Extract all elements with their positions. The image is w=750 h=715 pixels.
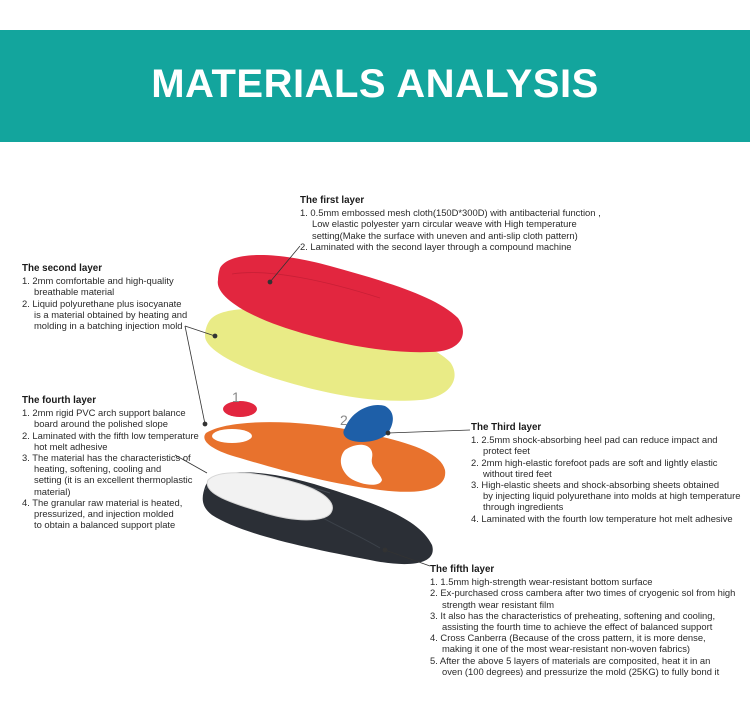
- fourth-layer-line: 3. The material has the characteristics …: [22, 452, 191, 464]
- third-layer-description: The Third layer 1. 2.5mm shock-absorbing…: [471, 422, 740, 524]
- first-layer-mesh: [217, 255, 463, 353]
- fifth-layer-line: strength wear resistant film: [442, 598, 555, 610]
- third-layer-line: by injecting liquid polyurethane into mo…: [483, 490, 741, 502]
- second-layer-line: 2. Liquid polyurethane plus isocyanate: [22, 297, 182, 309]
- first-layer-line: 2. Laminated with the second layer throu…: [300, 240, 572, 252]
- second-layer-line: is a material obtained by heating and: [34, 308, 188, 320]
- fourth-layer-description: The fourth layer 1. 2mm rigid PVC arch s…: [22, 395, 199, 530]
- third-layer-line: 1. 2.5mm shock-absorbing heel pad can re…: [471, 434, 718, 446]
- second-layer-description: The second layer 1. 2mm comfortable and …: [22, 263, 187, 331]
- third-layer-line: without tired feet: [483, 467, 552, 479]
- fifth-layer-description: The fifth layer 1. 1.5mm high-strength w…: [430, 564, 735, 677]
- fourth-layer-hole-forefoot: [340, 444, 382, 485]
- third-layer-forefoot-pad: [343, 404, 393, 442]
- header-banner: MATERIALS ANALYSIS: [0, 30, 750, 142]
- third-layer-line: 4. Laminated with the fourth low tempera…: [471, 512, 733, 524]
- fifth-layer-line: 4. Cross Canberra (Because of the cross …: [430, 632, 706, 644]
- second-layer-title: The second layer: [22, 263, 103, 274]
- second-layer-foam: [205, 308, 455, 401]
- fifth-layer-line: assisting the fourth time to achieve the…: [442, 621, 713, 633]
- fourth-layer-line: board around the polished slope: [34, 418, 168, 430]
- second-layer-line: 1. 2mm comfortable and high-quality: [22, 275, 174, 287]
- third-layer-line: protect feet: [483, 445, 530, 457]
- fourth-layer-line: pressurized, and injection molded: [34, 508, 174, 520]
- fourth-layer-line: material): [34, 485, 71, 497]
- first-layer-description: The first layer 1. 0.5mm embossed mesh c…: [300, 195, 601, 252]
- fifth-layer-title: The fifth layer: [430, 564, 495, 575]
- marker-2: 2: [340, 412, 348, 428]
- third-layer-line: 2. 2mm high-elastic forefoot pads are so…: [471, 456, 718, 468]
- arch-support-plate: [206, 472, 333, 521]
- fourth-layer-title: The fourth layer: [22, 395, 97, 406]
- fifth-layer-line: 3. It also has the characteristics of pr…: [430, 609, 716, 621]
- fourth-layer-line: 1. 2mm rigid PVC arch support balance: [22, 407, 186, 419]
- fifth-layer-line: 1. 1.5mm high-strength wear-resistant bo…: [430, 576, 653, 588]
- second-layer-line: breathable material: [34, 286, 115, 298]
- third-layer-line: through ingredients: [483, 501, 564, 513]
- fourth-layer-hole-heel: [212, 429, 252, 443]
- third-layer-line: 3. High-elastic sheets and shock-absorbi…: [471, 479, 720, 491]
- fourth-layer-line: 4. The granular raw material is heated,: [22, 496, 183, 508]
- fourth-layer-line: hot melt adhesive: [34, 440, 108, 452]
- page-title: MATERIALS ANALYSIS: [151, 62, 599, 106]
- third-layer-title: The Third layer: [471, 422, 542, 433]
- fourth-layer-board: [204, 422, 446, 492]
- first-layer-line: setting(Make the surface with uneven and…: [312, 229, 578, 241]
- fourth-layer-line: 2. Laminated with the fifth low temperat…: [22, 429, 199, 441]
- first-layer-line: 1. 0.5mm embossed mesh cloth(150D*300D) …: [300, 207, 601, 219]
- fourth-layer-line: heating, softening, cooling and: [34, 463, 162, 475]
- fourth-layer-line: to obtain a balanced support plate: [34, 519, 176, 531]
- fifth-layer-line: oven (100 degrees) and pressurize the mo…: [442, 665, 720, 677]
- second-layer-line: molding in a batching injection mold: [34, 320, 183, 332]
- marker-1: 1: [232, 389, 240, 405]
- first-layer-title: The first layer: [300, 195, 365, 206]
- fifth-layer-line: 2. Ex-purchased cross cambera after two …: [430, 587, 736, 599]
- fifth-layer-line: 5. After the above 5 layers of materials…: [430, 654, 711, 666]
- first-layer-line: Low elastic polyester yarn circular weav…: [312, 218, 577, 230]
- fourth-layer-line: setting (it is an excellent thermoplasti…: [34, 474, 193, 486]
- fifth-layer-line: making it one of the most wear-resistant…: [442, 643, 691, 655]
- top-margin: [0, 0, 750, 30]
- third-layer-heel-pad: [223, 401, 257, 417]
